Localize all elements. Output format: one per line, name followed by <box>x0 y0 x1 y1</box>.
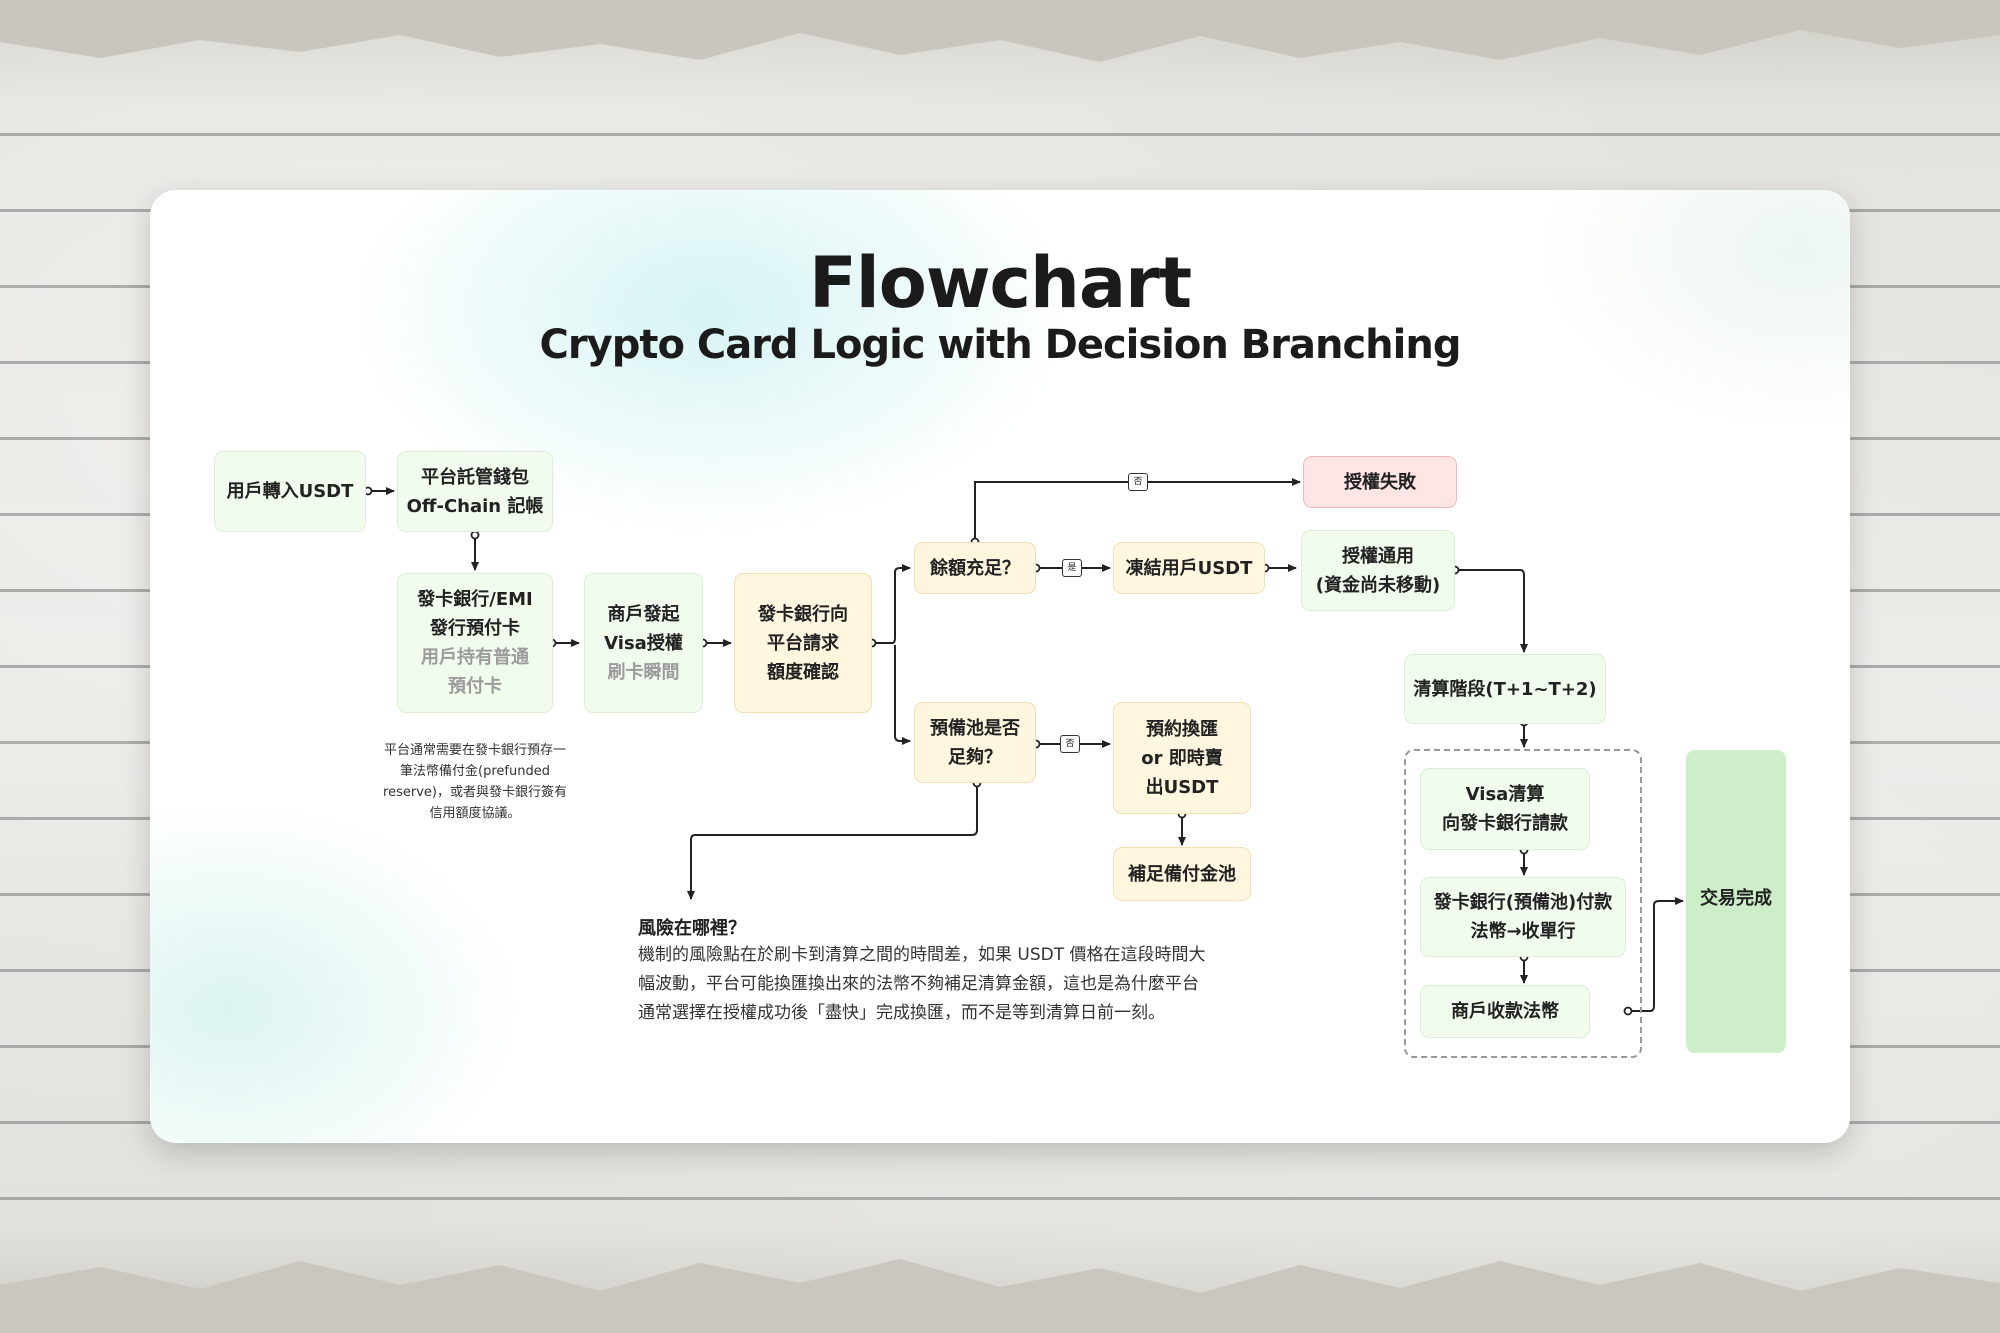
note-line: 平台通常需要在發卡銀行預存一 <box>383 743 566 758</box>
flowchart-card: Flowchart Crypto Card Logic with Decisio… <box>150 190 1850 1143</box>
node-label: 預約換匯 <box>1146 718 1218 740</box>
node-label: 發卡銀行(預備池)付款 <box>1433 892 1613 913</box>
node-label: 商戶收款法幣 <box>1451 1001 1559 1022</box>
node-platform-custody-wallet: 平台託管錢包 Off-Chain 記帳 <box>397 451 553 532</box>
node-reserve-sufficient-decision: 預備池是否 足夠？ <box>914 702 1036 783</box>
node-label: 授權失敗 <box>1344 471 1416 493</box>
node-label: 餘額充足？ <box>930 557 1020 579</box>
node-visa-clearing: Visa清算 向發卡銀行請款 <box>1420 768 1590 850</box>
edge-request-reserve <box>894 645 911 745</box>
node-freeze-user-usdt: 凍結用戶USDT <box>1113 542 1265 594</box>
note-line: 信用額度協議。 <box>429 806 521 821</box>
node-issuer-prepaid-card: 發卡銀行/EMI 發行預付卡 用戶持有普通 預付卡 <box>397 573 553 713</box>
node-merchant-receives-fiat: 商戶收款法幣 <box>1420 985 1590 1038</box>
node-label: 發行預付卡 <box>430 618 520 639</box>
node-issuer-request-platform: 發卡銀行向 平台請求 額度確認 <box>734 573 872 713</box>
node-merchant-visa-auth: 商戶發起 Visa授權 刷卡瞬間 <box>584 573 703 713</box>
node-label: 交易完成 <box>1700 888 1772 909</box>
node-sublabel: 刷卡瞬間 <box>607 661 680 683</box>
node-label: 預備池是否 <box>930 717 1020 739</box>
node-label: 平台請求 <box>767 632 839 654</box>
risk-line: 幅波動，平台可能換匯換出來的法幣不夠補足清算金額，這也是為什麼平台 <box>638 974 1199 994</box>
node-user-deposit-usdt: 用戶轉入USDT <box>214 451 366 532</box>
edge-request-balance <box>872 564 911 644</box>
node-transaction-complete: 交易完成 <box>1686 750 1786 1053</box>
prefund-note: 平台通常需要在發卡銀行預存一 筆法幣備付金(prefunded reserve)… <box>365 740 585 824</box>
node-label: Visa清算 <box>1465 784 1545 805</box>
node-label: 授權通用 <box>1342 545 1414 567</box>
edge-label-no: 否 <box>1060 735 1080 753</box>
page-subtitle: Crypto Card Logic with Decision Branchin… <box>539 322 1462 368</box>
node-label: Visa授權 <box>604 632 683 654</box>
port-dot <box>470 530 480 540</box>
edge-reserve-risk <box>687 783 978 900</box>
risk-heading: 風險在哪裡？ <box>638 918 746 939</box>
node-label: 商戶發起 <box>607 603 680 625</box>
node-label: 平台託管錢包 <box>421 466 529 488</box>
node-book-exchange: 預約換匯 or 即時賣 出USDT <box>1113 702 1251 814</box>
port-dot <box>1623 1006 1633 1016</box>
torn-paper-top <box>0 0 2000 62</box>
risk-description: 機制的風險點在於刷卡到清算之間的時間差，如果 USDT 價格在這段時間大 幅波動… <box>638 941 1338 1028</box>
node-label: 凍結用戶USDT <box>1125 557 1253 579</box>
risk-line: 通常選擇在授權成功後「盡快」完成換匯，而不是等到清算日前一刻。 <box>638 1003 1165 1023</box>
connector-lines <box>363 478 1684 1016</box>
node-label: 額度確認 <box>767 661 839 683</box>
node-label: 發卡銀行/EMI <box>417 589 533 610</box>
node-label: 足夠？ <box>948 746 1002 768</box>
node-label: 補足備付金池 <box>1128 863 1236 885</box>
edge-balance-fail <box>974 478 1301 542</box>
risk-line: 機制的風險點在於刷卡到清算之間的時間差，如果 USDT 價格在這段時間大 <box>638 945 1206 965</box>
node-top-up-reserve: 補足備付金池 <box>1113 847 1251 901</box>
node-label: 向發卡銀行請款 <box>1442 813 1568 834</box>
settlement-group <box>1404 749 1642 1058</box>
node-issuer-pays-fiat: 發卡銀行(預備池)付款 法幣→收單行 <box>1420 877 1626 957</box>
node-label: 發卡銀行向 <box>758 603 848 625</box>
node-sublabel: 預付卡 <box>448 676 502 697</box>
torn-paper-bottom <box>0 1259 2000 1333</box>
note-line: 筆法幣備付金(prefunded <box>400 764 550 779</box>
edge-label-no: 否 <box>1128 473 1148 491</box>
edge-pass-settlement <box>1455 569 1528 653</box>
node-auth-failed: 授權失敗 <box>1303 456 1457 508</box>
edge-merchant-complete <box>1628 897 1684 1012</box>
node-label: 出USDT <box>1145 776 1219 798</box>
node-label: Off-Chain 記帳 <box>406 495 544 517</box>
node-label: or 即時賣 <box>1141 747 1223 769</box>
node-label: 用戶轉入USDT <box>226 481 354 502</box>
node-settlement-stage: 清算階段(T+1~T+2) <box>1404 654 1606 724</box>
node-balance-sufficient-decision: 餘額充足？ <box>914 542 1036 594</box>
node-sublabel: 用戶持有普通 <box>421 647 529 668</box>
note-line: reserve)，或者與發卡銀行簽有 <box>383 785 567 800</box>
node-label: 清算階段(T+1~T+2) <box>1413 678 1597 700</box>
edge-label-yes: 是 <box>1062 559 1082 577</box>
node-label: 法幣→收單行 <box>1470 921 1576 942</box>
node-label: (資金尚未移動) <box>1315 574 1441 596</box>
page-title: Flowchart <box>808 242 1192 324</box>
node-auth-approved: 授權通用 (資金尚未移動) <box>1301 530 1455 611</box>
